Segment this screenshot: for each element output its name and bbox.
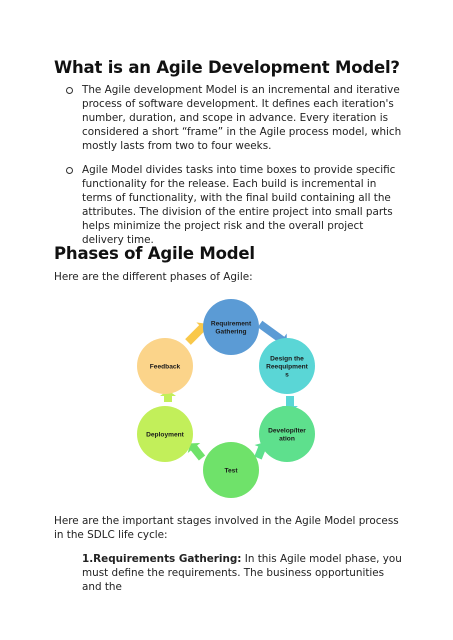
bullet-text: Agile Model divides tasks into time boxe… [82, 164, 396, 246]
phase-label: Develop/Iter [268, 427, 306, 434]
intro-paragraph: Here are the different phases of Agile: [54, 271, 253, 283]
phase-label: Requirement [211, 320, 252, 327]
bullet-item: The Agile development Model is an increm… [66, 84, 406, 154]
section-heading: What is an Agile Development Model? [54, 58, 400, 77]
phase-node: Feedback [137, 338, 193, 394]
phase-label: Test [224, 467, 238, 474]
phase-label: Gathering [215, 328, 246, 335]
phase-label: s [285, 371, 289, 378]
phase-label: ation [279, 435, 295, 442]
phase-node: Deployment [137, 406, 193, 462]
cycle-arrow [185, 322, 208, 345]
phase-circle [137, 338, 193, 394]
bullet-list: The Agile development Model is an increm… [66, 84, 406, 154]
phase-node: Test [203, 442, 259, 498]
step-title: 1.Requirements Gathering: [82, 553, 242, 565]
section-heading: Phases of Agile Model [54, 244, 255, 263]
hollow-bullet-icon [66, 87, 73, 94]
phase-label: Deployment [146, 431, 185, 438]
bullet-item: Agile Model divides tasks into time boxe… [66, 164, 406, 247]
cycle-arrow [187, 443, 206, 461]
hollow-bullet-icon [66, 167, 73, 174]
phase-label: Design the [270, 355, 304, 362]
phase-circle [259, 338, 315, 394]
step-text: In this Agile model phase, you must defi… [82, 553, 402, 593]
bullet-list: Agile Model divides tasks into time boxe… [66, 164, 406, 247]
step-paragraph: 1.Requirements Gathering: In this Agile … [82, 552, 402, 594]
phase-circle [137, 406, 193, 462]
phase-circle [203, 299, 259, 355]
phase-label: Feedback [150, 363, 181, 370]
stages-paragraph: Here are the important stages involved i… [54, 515, 399, 541]
phase-label: Reequipment [266, 363, 309, 370]
phase-circle [259, 406, 315, 462]
phase-circle [203, 442, 259, 498]
bullet-text: The Agile development Model is an increm… [82, 84, 402, 152]
